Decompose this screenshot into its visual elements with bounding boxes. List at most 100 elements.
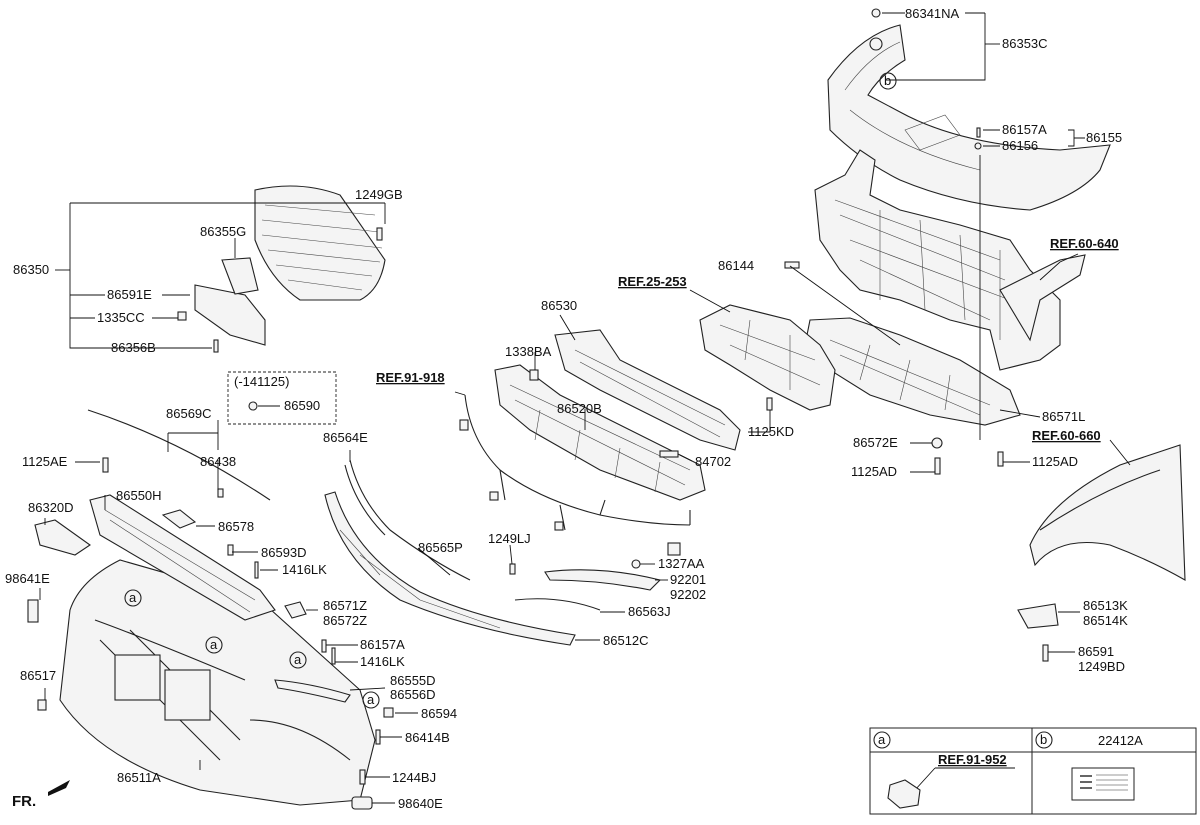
label-1335CC[interactable]: 1335CC bbox=[97, 310, 145, 325]
fog-grille-86320D bbox=[34, 519, 91, 556]
label-86512C[interactable]: 86512C bbox=[603, 633, 649, 648]
stay-assy-ref25253 bbox=[699, 304, 836, 411]
legend-b-circle bbox=[1035, 731, 1053, 749]
back-beam-86530 bbox=[554, 329, 741, 451]
lip-strip-86564E bbox=[344, 459, 471, 581]
front-direction-indicator: FR. bbox=[12, 780, 70, 810]
caution-label-icon bbox=[1071, 767, 1135, 801]
label-86356B[interactable]: 86356B bbox=[111, 340, 156, 355]
label-1125AD-right[interactable]: 1125AD bbox=[1032, 454, 1078, 469]
label-86571Z[interactable]: 86571Z bbox=[323, 598, 367, 613]
callout-a-circle-2 bbox=[205, 636, 223, 654]
label-86355G[interactable]: 86355G bbox=[200, 224, 246, 239]
legend-b-part[interactable]: 22412A bbox=[1098, 733, 1143, 748]
label-92201[interactable]: 92201 bbox=[670, 572, 706, 587]
molding-86569C bbox=[87, 409, 271, 501]
radiator-grille-86350 bbox=[194, 185, 386, 346]
label-86594[interactable]: 86594 bbox=[421, 706, 457, 721]
callout-a-label-1: a bbox=[129, 590, 137, 605]
label-86564E[interactable]: 86564E bbox=[323, 430, 368, 445]
label-1125KD[interactable]: 1125KD bbox=[748, 424, 794, 439]
label-92202[interactable]: 92202 bbox=[670, 587, 706, 602]
seal-86555D bbox=[274, 679, 351, 703]
ref-60-660[interactable]: REF.60-660 bbox=[1032, 428, 1101, 443]
callout-a-circle-3 bbox=[289, 651, 307, 669]
sensor-bracket-icon bbox=[887, 779, 921, 809]
label-86591E[interactable]: 86591E bbox=[107, 287, 152, 302]
label-86341NA[interactable]: 86341NA bbox=[905, 6, 960, 21]
legend-table: a b 22412A REF.91-952 bbox=[869, 727, 1197, 815]
label-86555D[interactable]: 86555D bbox=[390, 673, 436, 688]
label-86593D[interactable]: 86593D bbox=[261, 545, 307, 560]
label-1249LJ[interactable]: 1249LJ bbox=[488, 531, 531, 546]
label-86572E[interactable]: 86572E bbox=[853, 435, 898, 450]
label-141125[interactable]: (-141125) bbox=[234, 374, 289, 389]
legend-a-tag: a bbox=[878, 732, 886, 747]
label-86157A-mid[interactable]: 86157A bbox=[360, 637, 405, 652]
wiring-harness-ref91918 bbox=[459, 394, 691, 556]
callout-a-circle-1 bbox=[124, 589, 142, 607]
label-1249GB[interactable]: 1249GB bbox=[355, 187, 403, 202]
label-86556D[interactable]: 86556D bbox=[390, 687, 436, 702]
bumper-cover-86511A bbox=[59, 559, 376, 806]
bracket-86578 bbox=[161, 509, 197, 529]
label-86320D[interactable]: 86320D bbox=[28, 500, 74, 515]
label-86569C[interactable]: 86569C bbox=[166, 406, 212, 421]
label-86157A-top[interactable]: 86157A bbox=[1002, 122, 1047, 137]
label-86571L[interactable]: 86571L bbox=[1042, 409, 1085, 424]
label-98640E[interactable]: 98640E bbox=[398, 796, 443, 811]
ref-91-918[interactable]: REF.91-918 bbox=[376, 370, 445, 385]
legend-b-tag: b bbox=[1040, 732, 1047, 747]
label-1244BJ[interactable]: 1244BJ bbox=[392, 770, 436, 785]
label-84702[interactable]: 84702 bbox=[695, 454, 731, 469]
callout-a-label-2: a bbox=[210, 637, 218, 652]
label-98641E[interactable]: 98641E bbox=[5, 571, 50, 586]
callout-a-label-3: a bbox=[294, 652, 302, 667]
label-86591[interactable]: 86591 bbox=[1078, 644, 1114, 659]
callout-b-label: b bbox=[884, 73, 891, 88]
legend-a-ref[interactable]: REF.91-952 bbox=[938, 752, 1007, 767]
label-86438[interactable]: 86438 bbox=[200, 454, 236, 469]
ref-60-640[interactable]: REF.60-640 bbox=[1050, 236, 1119, 251]
label-1416LK-b[interactable]: 1416LK bbox=[360, 654, 405, 669]
label-1249BD[interactable]: 1249BD bbox=[1078, 659, 1125, 674]
label-1125AE[interactable]: 1125AE bbox=[22, 454, 68, 469]
label-86590[interactable]: 86590 bbox=[284, 398, 320, 413]
garnish-92201 bbox=[544, 569, 662, 591]
label-86550H[interactable]: 86550H bbox=[116, 488, 162, 503]
label-1327AA[interactable]: 1327AA bbox=[658, 556, 705, 571]
label-86520B[interactable]: 86520B bbox=[557, 401, 602, 416]
label-1338BA[interactable]: 1338BA bbox=[505, 344, 552, 359]
part-labels: 86341NA 86353C 86157A 86155 86156 REF.60… bbox=[5, 6, 1128, 811]
label-86514K[interactable]: 86514K bbox=[1083, 613, 1128, 628]
callouts: b a a a a bbox=[124, 72, 897, 709]
label-86156[interactable]: 86156 bbox=[1002, 138, 1038, 153]
label-86414B[interactable]: 86414B bbox=[405, 730, 450, 745]
bracket-86571Z bbox=[284, 601, 307, 619]
label-1416LK-a[interactable]: 1416LK bbox=[282, 562, 327, 577]
label-86563J[interactable]: 86563J bbox=[628, 604, 671, 619]
label-86511A[interactable]: 86511A bbox=[117, 770, 161, 785]
energy-absorber-86520B bbox=[494, 364, 706, 501]
upper-shroud-86353C bbox=[827, 24, 1111, 211]
label-86353C[interactable]: 86353C bbox=[1002, 36, 1048, 51]
label-1125AD-left[interactable]: 1125AD bbox=[851, 464, 897, 479]
label-86513K[interactable]: 86513K bbox=[1083, 598, 1128, 613]
label-86350[interactable]: 86350 bbox=[13, 262, 49, 277]
label-86144[interactable]: 86144 bbox=[718, 258, 754, 273]
undercover-86571L bbox=[804, 317, 1021, 426]
front-arrow-icon bbox=[48, 780, 70, 796]
label-86578[interactable]: 86578 bbox=[218, 519, 254, 534]
label-86155[interactable]: 86155 bbox=[1086, 130, 1122, 145]
callout-a-circle-4 bbox=[362, 691, 380, 709]
radiator-support-carrier bbox=[814, 149, 1086, 371]
callout-a-label-4: a bbox=[367, 692, 375, 707]
label-86530[interactable]: 86530 bbox=[541, 298, 577, 313]
label-86565P[interactable]: 86565P bbox=[418, 540, 463, 555]
leader-lines bbox=[39, 12, 1131, 804]
label-86572Z[interactable]: 86572Z bbox=[323, 613, 367, 628]
label-86517[interactable]: 86517 bbox=[20, 668, 56, 683]
caution-label-graphic bbox=[1080, 775, 1092, 789]
ref-25-253[interactable]: REF.25-253 bbox=[618, 274, 687, 289]
